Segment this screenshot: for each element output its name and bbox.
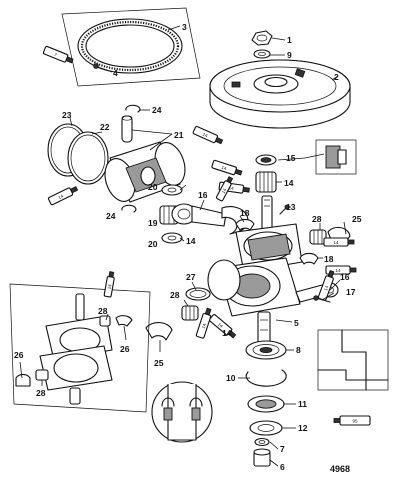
lubricant-label: 14 <box>335 268 341 273</box>
lubricant-tube-95: 95 <box>333 415 371 426</box>
screw-13 <box>279 204 290 215</box>
callout-28: 28 <box>312 214 322 224</box>
figure-number: 4968 <box>330 464 350 474</box>
callout-1: 1 <box>287 35 292 45</box>
callout-28: 28 <box>170 290 180 300</box>
lubricant-tube-14: 14 <box>208 314 237 339</box>
lubricant-label: 14 <box>57 193 64 200</box>
bearing-installation-inset <box>151 381 213 443</box>
lubricant-tube-14: 14 <box>195 307 212 339</box>
lubricant-tube-14: 14 <box>215 176 234 202</box>
lubricant-label: 14 <box>333 240 339 245</box>
lubricant-label: 14 <box>228 185 234 191</box>
piston <box>104 141 186 203</box>
lubricant-label: 14 <box>221 165 228 171</box>
lubricant-tube-7: 7 <box>42 45 74 64</box>
needle-bearing-28-mid <box>181 305 199 321</box>
wrist-pin <box>121 115 133 143</box>
callout-24: 24 <box>152 105 162 115</box>
callout-8: 8 <box>296 345 301 355</box>
seal-detail-inset <box>315 139 357 175</box>
ball-bearing <box>245 340 287 360</box>
callout-14: 14 <box>284 178 294 188</box>
lubricant-tube-14: 14 <box>192 125 224 145</box>
connecting-rod-upper <box>171 203 249 235</box>
crankshaft-assembly-inset <box>9 283 151 413</box>
callout-13: 13 <box>286 202 296 212</box>
callout-15: 15 <box>286 153 296 163</box>
callout-12: 12 <box>298 423 308 433</box>
callout-2: 2 <box>334 72 339 82</box>
callout-17: 17 <box>346 287 356 297</box>
callout-20: 20 <box>148 182 158 192</box>
lubricant-tube-14: 14 <box>211 159 243 176</box>
lubricant-label: 14 <box>107 283 113 289</box>
needle-bearing-upper <box>255 171 277 193</box>
lubricant-label: 14 <box>221 187 228 194</box>
callout-25: 25 <box>154 358 164 368</box>
lubricant-tube-14: 14 <box>317 269 335 301</box>
flywheel-washer <box>253 49 271 59</box>
washer-7 <box>254 437 270 447</box>
callout-9: 9 <box>287 50 292 60</box>
callout-18: 18 <box>240 208 250 218</box>
section-detail-inset <box>317 329 389 391</box>
flywheel <box>209 59 351 129</box>
callout-6: 6 <box>280 462 285 472</box>
needle-bearing-28-right <box>309 229 327 245</box>
callout-24: 24 <box>106 211 116 221</box>
oil-seal-upper <box>255 154 277 166</box>
callout-27: 27 <box>186 272 196 282</box>
callout-14: 14 <box>186 236 196 246</box>
thrust-washer-upper <box>161 184 183 196</box>
lubricant-tube-14: 14 <box>47 186 79 206</box>
piston-pin-lock-rings <box>121 104 141 213</box>
flywheel-nut <box>251 30 273 46</box>
bearing-race-left <box>145 322 173 341</box>
retaining-ring <box>245 369 287 387</box>
crankpin-bearing-halves <box>235 218 319 265</box>
callout-20: 20 <box>148 239 158 249</box>
callout-28: 28 <box>36 388 46 398</box>
piston-rings <box>47 123 109 185</box>
callout-labels: 1 2 3 4 5 6 7 8 9 10 11 12 13 14 14 14 1… <box>14 22 362 472</box>
lubricant-tube-14: 14 <box>323 237 355 247</box>
callout-3: 3 <box>182 22 187 32</box>
lubricant-label: 7 <box>53 52 58 58</box>
callout-28: 28 <box>98 306 108 316</box>
leader-lines <box>19 25 347 467</box>
crankshaft <box>207 195 303 345</box>
oil-seal-lower <box>247 395 285 413</box>
callout-7: 7 <box>280 444 285 454</box>
callout-16: 16 <box>340 272 350 282</box>
callout-26: 26 <box>120 344 130 354</box>
lubricant-label: 14 <box>323 285 330 292</box>
lubricant-tube-14: 14 <box>103 271 115 298</box>
bushing-6 <box>253 448 271 467</box>
callout-4: 4 <box>113 68 118 78</box>
lubricant-label: 95 <box>352 419 358 424</box>
callout-26: 26 <box>14 350 24 360</box>
callout-16: 16 <box>198 190 208 200</box>
callout-25: 25 <box>352 214 362 224</box>
lower-bearing-assembly <box>249 420 283 436</box>
callout-5: 5 <box>294 318 299 328</box>
lubricant-label: 14 <box>201 322 207 329</box>
callout-18: 18 <box>324 254 334 264</box>
callout-21: 21 <box>174 130 184 140</box>
callout-19: 19 <box>148 218 158 228</box>
callout-23: 23 <box>62 110 72 120</box>
callout-10: 10 <box>226 373 236 383</box>
lubricant-label: 14 <box>217 322 224 329</box>
ring-gear-inset <box>61 7 201 87</box>
callout-14: 14 <box>222 328 232 338</box>
bearing-retainer-ring-27 <box>185 287 211 301</box>
callout-22: 22 <box>100 122 110 132</box>
thrust-washer-lower <box>161 232 183 244</box>
callout-11: 11 <box>298 399 307 409</box>
lubricant-label: 14 <box>202 132 209 139</box>
